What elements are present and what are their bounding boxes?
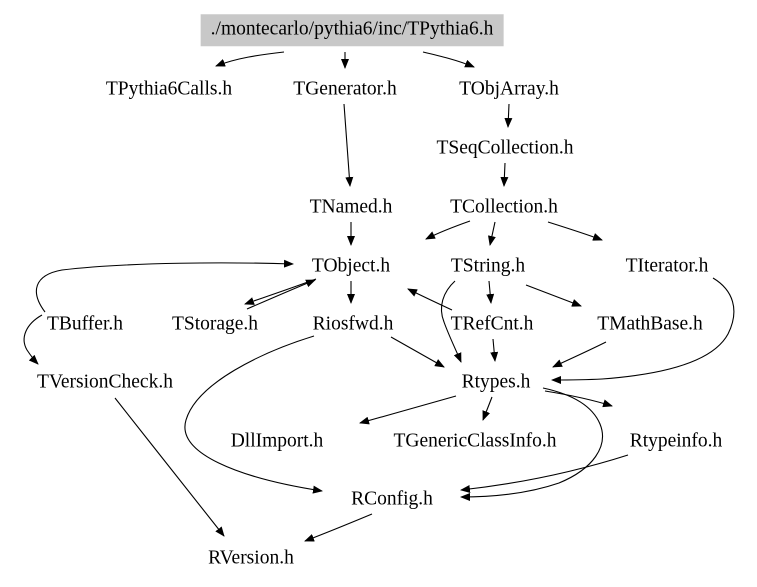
node-rversion[interactable]: RVersion.h [208,547,294,569]
edge-rtypes-to-rconfig [460,387,604,501]
edge-tstring-to-tobject [407,288,453,311]
node-tgenerator[interactable]: TGenerator.h [293,78,397,100]
edge-tversioncheck-to-rversion [114,397,225,537]
node-tcollection[interactable]: TCollection.h [450,196,558,218]
edge-tstring-to-rtypes [440,280,462,363]
node-tobjarray[interactable]: TObjArray.h [459,78,559,100]
edge-root-to-tobjarray [422,51,475,68]
edge-tmathbase-to-rtypes [552,341,607,368]
edge-tstring-to-tmathbase [525,284,582,307]
edge-rconfig-to-rversion [304,513,373,542]
edge-tbuffer-to-tobject [35,259,294,313]
edge-tstring-to-trefcnt [486,280,495,304]
edge-tcollection-to-tobject [425,220,471,240]
edge-root-to-tpythia6calls [215,51,285,67]
node-dllimport[interactable]: DllImport.h [230,430,324,452]
edge-rtypeinfo-to-rconfig [460,454,629,493]
edge-tseqcollection-to-tcollection [500,162,509,187]
edge-tcollection-to-tstring [488,221,496,246]
node-tpythia6calls[interactable]: TPythia6Calls.h [105,78,233,100]
edge-tcollection-to-titerator [547,221,603,241]
node-rtypeinfo[interactable]: Rtypeinfo.h [629,430,723,452]
edge-riosfwd-to-rconfig [184,335,323,494]
node-tnamed[interactable]: TNamed.h [309,196,393,218]
edge-tbuffer-to-tversioncheck [23,314,43,365]
node-trefcnt[interactable]: TRefCnt.h [450,313,534,335]
node-tbuffer[interactable]: TBuffer.h [46,313,124,335]
edge-titerator-to-rtypes [551,277,735,384]
edge-tobjarray-to-tseqcollection [504,103,513,128]
node-tstorage[interactable]: TStorage.h [171,313,259,335]
node-tversioncheck[interactable]: TVersionCheck.h [37,371,173,393]
node-riosfwd[interactable]: Riosfwd.h [312,313,394,335]
node-tmathbase[interactable]: TMathBase.h [597,313,703,335]
edge-rtypes-to-tgenericclassinfo [482,396,493,421]
node-rconfig[interactable]: RConfig.h [351,488,433,510]
node-tseqcollection[interactable]: TSeqCollection.h [436,137,574,159]
node-tobject[interactable]: TObject.h [311,255,391,277]
node-tstring[interactable]: TString.h [450,255,526,277]
node-root[interactable]: ./montecarlo/pythia6/inc/TPythia6.h [200,14,504,46]
node-titerator[interactable]: TIterator.h [625,255,709,277]
node-rtypes[interactable]: Rtypes.h [461,371,531,393]
edge-rtypes-to-rtypeinfo [544,390,613,408]
edge-tobject-to-tstorage [244,278,317,305]
edge-trefcnt-to-rtypes [490,338,499,362]
edge-rtypes-to-dllimport [359,395,457,425]
edge-riosfwd-to-rtypes [390,336,445,368]
edge-tstorage-to-tobject [246,279,316,310]
edge-tgenerator-to-tnamed [343,103,354,187]
node-tgenericclassinfo[interactable]: TGenericClassInfo.h [393,430,557,452]
